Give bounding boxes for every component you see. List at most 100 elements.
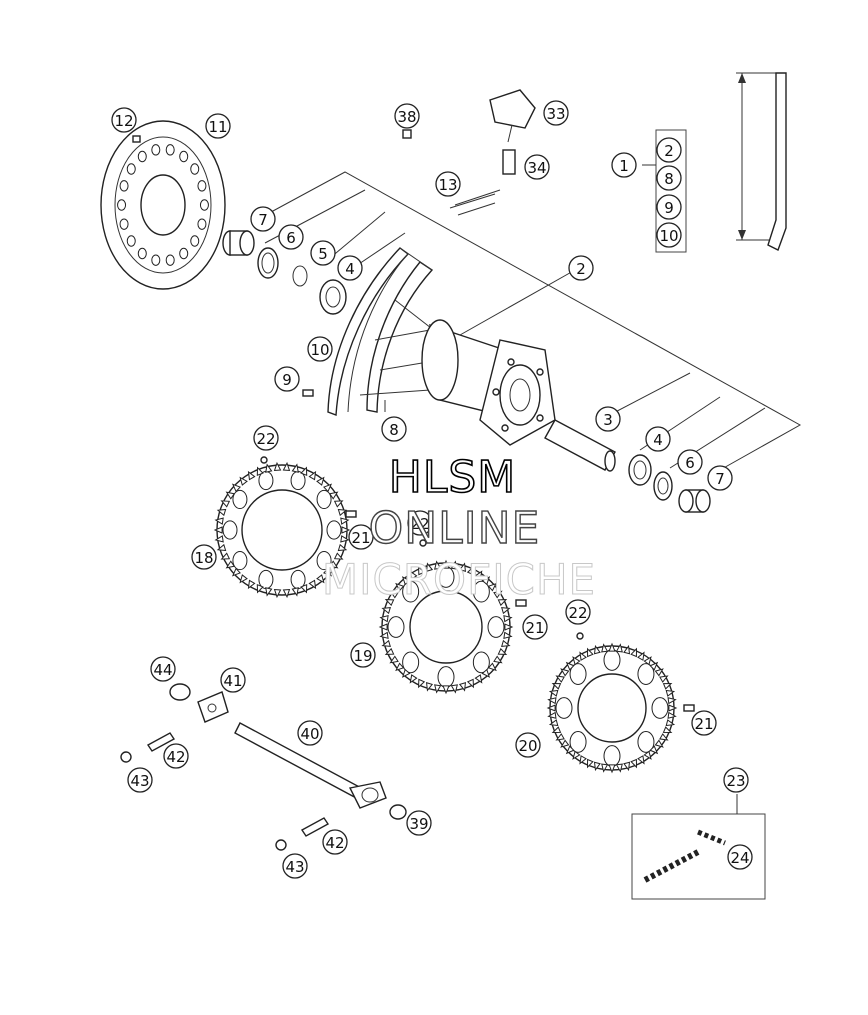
callout-label: 9 — [282, 371, 292, 389]
sprocket-bolts — [260, 456, 695, 712]
callout-4: 4 — [645, 426, 671, 452]
tooth — [458, 682, 467, 692]
sprocket-small — [213, 461, 351, 599]
tooth — [328, 560, 339, 569]
callout-circle — [274, 366, 300, 392]
tooth — [665, 689, 676, 697]
callout-label: 33 — [546, 105, 565, 123]
axle-spacer — [544, 419, 616, 472]
callout-circle — [406, 810, 432, 836]
hole — [126, 235, 136, 247]
callout-circle — [565, 599, 591, 625]
callout-10: 10 — [307, 336, 333, 362]
callout-label: 4 — [653, 431, 663, 449]
tooth — [586, 758, 594, 769]
callout-circle — [595, 406, 621, 432]
tooth — [401, 668, 411, 678]
tooth — [548, 719, 559, 727]
tooth — [225, 560, 236, 569]
callout-label: 22 — [410, 515, 429, 533]
hole — [637, 731, 655, 753]
tooth — [474, 674, 483, 684]
callout-42: 42 — [322, 829, 348, 855]
tooth — [586, 647, 594, 658]
callout-33: 33 — [543, 100, 569, 126]
tooth — [340, 535, 350, 543]
tooth — [501, 639, 511, 648]
callout-circle — [394, 103, 420, 129]
tooth — [487, 662, 497, 672]
adjuster-nut — [120, 751, 287, 851]
tooth — [630, 647, 638, 658]
callout-23: 23 — [723, 767, 749, 793]
callout-label: 10 — [659, 227, 678, 245]
callout-label: 39 — [409, 815, 428, 833]
callout-label: 22 — [256, 430, 275, 448]
adjuster-screw — [146, 732, 330, 837]
callout-circle — [150, 656, 176, 682]
callout-label: 24 — [730, 849, 749, 867]
tooth — [615, 643, 623, 653]
callout-circle — [723, 767, 749, 793]
tooth — [601, 763, 609, 773]
callout-18: 18 — [191, 544, 217, 570]
callout-label: 21 — [694, 715, 713, 733]
hole — [117, 199, 127, 211]
sprocket-large — [546, 642, 678, 774]
callout-circle — [677, 449, 703, 475]
tooth — [220, 552, 231, 560]
callout-12: 12 — [111, 107, 137, 133]
tooth — [667, 711, 677, 719]
callout-label: 41 — [223, 672, 242, 690]
tooth — [213, 526, 223, 534]
callout-2: 2 — [656, 137, 682, 163]
callout-21: 21 — [691, 710, 717, 736]
callout-circle — [656, 194, 682, 220]
callout-circle — [297, 720, 323, 746]
callout-22: 22 — [565, 599, 591, 625]
tooth — [637, 651, 645, 661]
callout-circle — [435, 171, 461, 197]
callout-4: 4 — [337, 255, 363, 281]
hole — [316, 489, 332, 510]
callout-circle — [524, 154, 550, 180]
callout-8: 8 — [381, 416, 407, 442]
tooth — [333, 500, 344, 508]
tooth — [643, 750, 652, 760]
hole — [472, 580, 490, 603]
callout-circle — [348, 524, 374, 550]
callout-2: 2 — [568, 255, 594, 281]
callout-label: 21 — [525, 619, 544, 637]
tooth — [379, 631, 389, 639]
callout-9: 9 — [274, 366, 300, 392]
hole — [165, 144, 175, 156]
tooth — [662, 682, 673, 690]
brake-disc — [100, 120, 226, 290]
hole — [487, 616, 505, 638]
tooth — [649, 745, 659, 755]
callout-circle — [111, 107, 137, 133]
tooth — [273, 588, 282, 599]
callout-43: 43 — [282, 853, 308, 879]
tooth — [547, 697, 557, 705]
callout-circle — [220, 667, 246, 693]
callout-label: 5 — [318, 245, 328, 263]
callout-label: 20 — [518, 737, 537, 755]
tooth — [247, 470, 256, 481]
wheel-rim — [327, 247, 434, 416]
tooth — [565, 745, 575, 755]
tooth — [214, 517, 224, 525]
callout-circle — [707, 465, 733, 491]
tooth — [593, 761, 601, 772]
tooth — [291, 463, 299, 473]
callout-circle — [656, 222, 682, 248]
spacer-right — [678, 489, 711, 513]
callout-circle — [322, 829, 348, 855]
tooth — [649, 661, 659, 671]
callout-19: 19 — [350, 642, 376, 668]
tooth — [401, 576, 411, 586]
hole — [137, 247, 147, 260]
tooth — [667, 697, 677, 705]
